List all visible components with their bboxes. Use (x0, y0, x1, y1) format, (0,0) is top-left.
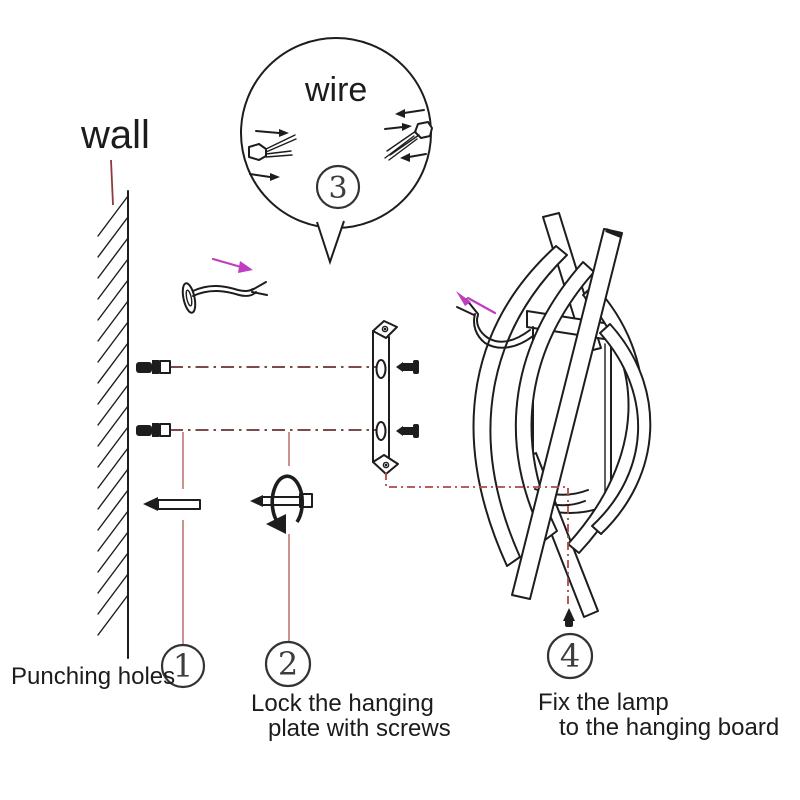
wire-speech-bubble: wire 3 (240, 37, 433, 266)
step-4-circle (546, 632, 594, 680)
step-2-number: 2 (278, 645, 298, 683)
guide-lines-dashdot (170, 366, 379, 431)
step-3-circle (315, 164, 361, 210)
step-4-label-line1: Fix the lamp (538, 689, 669, 716)
wall-section: wall (80, 113, 150, 659)
lamp-bar-front (511, 228, 623, 600)
hanging-plate (372, 320, 419, 475)
drill-bit-icon (143, 497, 201, 511)
screw-rotation-icon (250, 474, 313, 534)
speech-bubble-tail (316, 220, 345, 266)
spiral-lamp (456, 212, 652, 618)
step-1-label: Punching holes (11, 663, 175, 690)
wall-pointer-line (110, 159, 114, 206)
wall-label: wall (80, 113, 150, 157)
magenta-arrow-wall-wire (211, 257, 243, 269)
lamp-spiral-ribbons (472, 245, 652, 567)
step-4-number: 4 (560, 637, 580, 675)
step-2-circle (264, 640, 312, 688)
plate-screw-bottom-icon (396, 424, 419, 438)
wall-hatching (97, 195, 129, 636)
plate-slot-top (375, 359, 387, 379)
wire-label: wire (304, 71, 367, 109)
step-1-circle (160, 643, 206, 689)
step-3-number: 3 (328, 171, 347, 206)
magenta-arrow-lamp-wire (466, 296, 497, 315)
wall-anchor-bottom-icon (136, 423, 171, 437)
step-2-label-line2: plate with screws (268, 715, 451, 742)
step-2: 2 Lock the hanging plate with screws (251, 640, 451, 742)
plate-screw-top-icon (396, 360, 419, 374)
step-4: 4 Fix the lamp to the hanging board (538, 632, 779, 741)
wall-wire-icon (181, 257, 268, 314)
step-1: 1 Punching holes (11, 643, 206, 690)
step-1-number: 1 (173, 647, 193, 685)
wire-connector-right-icon (384, 109, 433, 162)
wall-anchor-top-icon (136, 360, 171, 374)
step-2-label-line1: Lock the hanging (251, 690, 434, 717)
small-screw-icon (563, 608, 575, 627)
wire-connector-left-icon (248, 129, 297, 181)
guide-lines-red (182, 432, 290, 645)
step-4-label-line2: to the hanging board (559, 714, 779, 741)
guide-line-plate-to-lamp (385, 472, 569, 608)
plate-slot-bottom (375, 421, 387, 441)
